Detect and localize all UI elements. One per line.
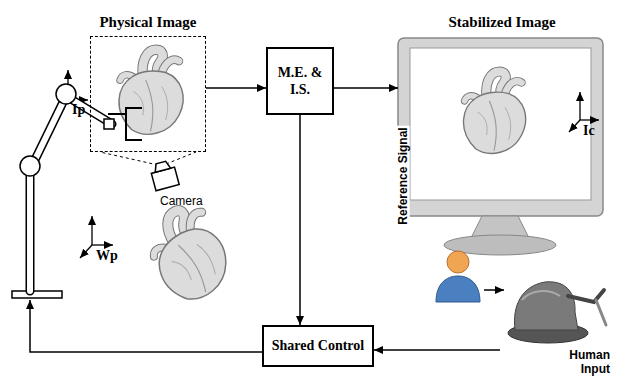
process-box: M.E. & I.S.: [266, 47, 334, 115]
dashed-frame: [90, 36, 206, 152]
connector-arrow: [334, 87, 398, 89]
title-label: Human Input: [562, 348, 610, 376]
box-label: M.E. & I.S.: [272, 64, 328, 99]
frame-label: Ic: [583, 123, 595, 139]
frame-label: Wp: [96, 248, 118, 264]
device-label: Camera: [160, 194, 203, 208]
frame-label: Ip: [72, 102, 85, 118]
process-box: Shared Control: [262, 325, 374, 367]
title-label: Physical Image: [90, 12, 206, 32]
monitor-display: Stabilized Image: [398, 12, 606, 267]
haptic-device: Human Input: [500, 268, 610, 376]
title-label: Stabilized Image: [398, 12, 606, 32]
connector-arrow: [299, 115, 301, 325]
image-frame: Physical Image: [90, 12, 206, 152]
signal-label: Reference Signal: [395, 126, 409, 227]
box-label: Shared Control: [272, 337, 364, 355]
connector-arrow: [206, 87, 266, 89]
connector-arrow: [374, 349, 500, 351]
